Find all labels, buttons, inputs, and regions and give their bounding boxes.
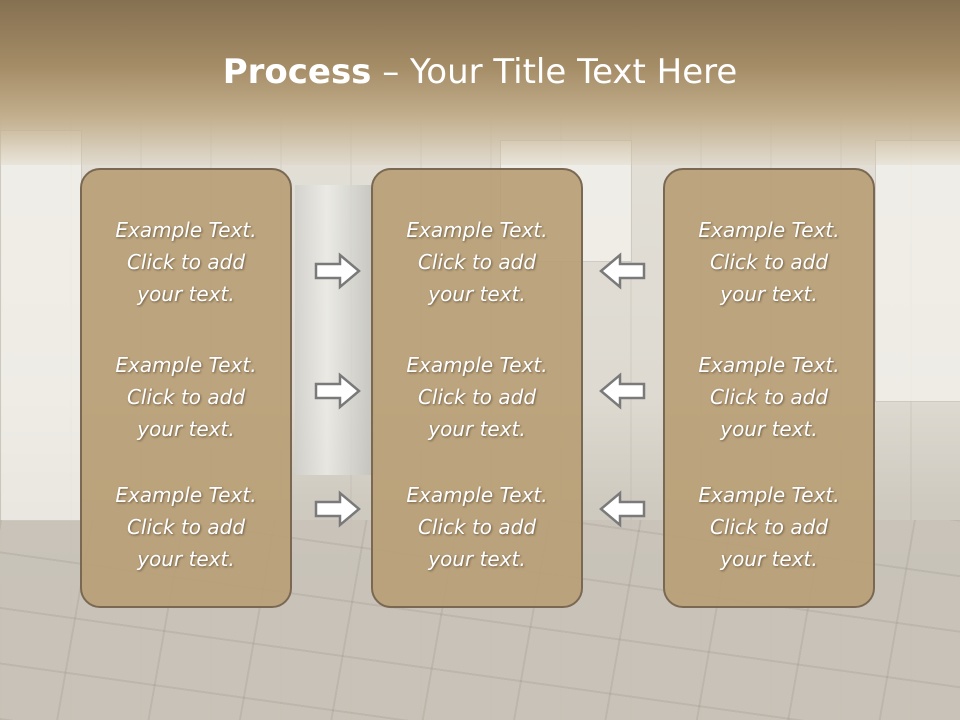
- text-line: your text.: [720, 417, 818, 441]
- text-placeholder[interactable]: Example Text. Click to add your text.: [82, 349, 290, 445]
- text-placeholder[interactable]: Example Text. Click to add your text.: [665, 349, 873, 445]
- text-line: your text.: [137, 282, 235, 306]
- text-line: Click to add: [126, 250, 246, 274]
- title-bold: Process: [222, 52, 372, 92]
- text-line: Example Text.: [406, 353, 548, 377]
- text-placeholder[interactable]: Example Text. Click to add your text.: [665, 214, 873, 310]
- left-arrow-icon: [599, 252, 646, 290]
- text-line: Example Text.: [406, 218, 548, 242]
- text-line: your text.: [137, 547, 235, 571]
- text-line: your text.: [428, 282, 526, 306]
- slide-title[interactable]: Process – Your Title Text Here: [0, 52, 960, 92]
- right-arrow-icon: [314, 490, 361, 528]
- right-arrow-icon: [314, 372, 361, 410]
- process-panel-left[interactable]: Example Text. Click to add your text. Ex…: [80, 168, 292, 608]
- text-placeholder[interactable]: Example Text. Click to add your text.: [373, 214, 581, 310]
- text-placeholder[interactable]: Example Text. Click to add your text.: [665, 479, 873, 575]
- text-line: Example Text.: [698, 353, 840, 377]
- process-panel-center[interactable]: Example Text. Click to add your text. Ex…: [371, 168, 583, 608]
- text-placeholder[interactable]: Example Text. Click to add your text.: [82, 214, 290, 310]
- background-cabinet-right: [875, 140, 960, 402]
- text-line: Click to add: [709, 385, 829, 409]
- title-bar: [0, 0, 960, 165]
- text-line: Click to add: [417, 385, 537, 409]
- text-line: your text.: [720, 547, 818, 571]
- text-line: your text.: [428, 417, 526, 441]
- process-panel-right[interactable]: Example Text. Click to add your text. Ex…: [663, 168, 875, 608]
- text-line: Click to add: [709, 250, 829, 274]
- text-line: Example Text.: [698, 218, 840, 242]
- text-line: Example Text.: [115, 218, 257, 242]
- text-line: Click to add: [417, 515, 537, 539]
- text-line: Click to add: [417, 250, 537, 274]
- background-cabinet-left: [0, 130, 82, 522]
- text-placeholder[interactable]: Example Text. Click to add your text.: [373, 349, 581, 445]
- text-line: your text.: [137, 417, 235, 441]
- text-line: your text.: [428, 547, 526, 571]
- title-rest: – Your Title Text Here: [371, 52, 738, 92]
- left-arrow-icon: [599, 372, 646, 410]
- text-line: Click to add: [709, 515, 829, 539]
- text-line: Click to add: [126, 515, 246, 539]
- right-arrow-icon: [314, 252, 361, 290]
- text-line: Example Text.: [115, 353, 257, 377]
- text-line: Example Text.: [698, 483, 840, 507]
- text-line: Example Text.: [115, 483, 257, 507]
- text-placeholder[interactable]: Example Text. Click to add your text.: [373, 479, 581, 575]
- text-line: Example Text.: [406, 483, 548, 507]
- text-line: Click to add: [126, 385, 246, 409]
- text-placeholder[interactable]: Example Text. Click to add your text.: [82, 479, 290, 575]
- text-line: your text.: [720, 282, 818, 306]
- left-arrow-icon: [599, 490, 646, 528]
- background-fridge: [295, 185, 375, 475]
